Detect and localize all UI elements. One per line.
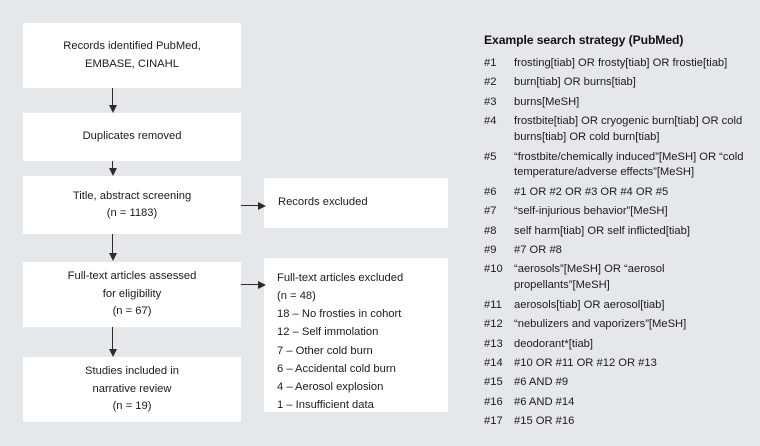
search-strategy-row: #10 “aerosols”[MeSH] OR “aerosol propell… [484, 262, 746, 294]
flow-box-count: (n = 19) [112, 400, 152, 413]
strategy-step-number: #6 [484, 185, 497, 198]
strategy-step-number: #8 [484, 224, 497, 237]
strategy-step-number: #4 [484, 115, 497, 128]
strategy-step-query: “self-injurious behavior”[MeSH] [514, 205, 668, 218]
exclusion-reason: 7 – Other cold burn [277, 344, 373, 357]
strategy-step-query: #1 OR #2 OR #3 OR #4 OR #5 [514, 185, 669, 198]
arrow-right-icon [241, 201, 266, 210]
flow-box-duplicates-removed: Duplicates removed [23, 113, 241, 161]
search-strategy-row: #4 frostbite[tiab] OR cryogenic burn[tia… [484, 114, 746, 146]
search-strategy-row: #2 burn[tiab] OR burns[tiab] [484, 75, 746, 91]
strategy-step-number: #5 [484, 150, 497, 163]
flow-box-studies-included: Studies included in narrative review (n … [23, 357, 241, 422]
strategy-step-number: #2 [484, 76, 497, 89]
search-strategy-row: #8 self harm[tiab] OR self inflicted[tia… [484, 224, 746, 240]
strategy-step-query: #6 AND #14 [514, 395, 575, 408]
strategy-step-number: #7 [484, 205, 497, 218]
strategy-step-query: aerosols[tiab] OR aerosol[tiab] [514, 298, 665, 311]
strategy-step-query: #10 OR #11 OR #12 OR #13 [514, 357, 657, 369]
arrow-right-icon [241, 280, 266, 289]
strategy-step-query: deodorant*[tiab] [514, 337, 593, 350]
strategy-step-query: “aerosols”[MeSH] OR “aerosol propellants… [514, 263, 665, 292]
flow-box-records-excluded: Records excluded [264, 178, 448, 228]
strategy-step-number: #10 [484, 263, 503, 276]
flow-box-full-text-assessed: Full-text articles assessed for eligibil… [23, 262, 241, 327]
strategy-step-number: #14 [484, 357, 503, 369]
flow-box-line: narrative review [92, 382, 172, 395]
flow-box-line: Records excluded [278, 196, 368, 209]
search-strategy-row: #5 “frostbite/chemically induced”[MeSH] … [484, 150, 746, 182]
search-strategy-row: #7 “self-injurious behavior”[MeSH] [484, 204, 746, 220]
search-strategy-row: #13 deodorant*[tiab] [484, 337, 746, 353]
search-strategy-row: #12 “nebulizers and vaporizers”[MeSH] [484, 317, 746, 333]
strategy-step-number: #12 [484, 318, 503, 331]
search-strategy-row: #16 #6 AND #14 [484, 395, 746, 411]
strategy-step-number: #3 [484, 95, 497, 108]
search-strategy-row: #6 #1 OR #2 OR #3 OR #4 OR #5 [484, 185, 746, 201]
flow-box-line: Records identified PubMed, [63, 40, 201, 53]
strategy-step-number: #9 [484, 244, 497, 257]
flow-box-line: Studies included in [85, 365, 179, 378]
strategy-step-query: “nebulizers and vaporizers”[MeSH] [514, 318, 687, 331]
exclusion-reason: 4 – Aerosol explosion [277, 380, 384, 393]
strategy-step-number: #15 [484, 376, 503, 389]
strategy-step-query: burns[MeSH] [514, 95, 580, 108]
search-strategy-row: #14 #10 OR #11 OR #12 OR #13 [484, 356, 746, 372]
flow-box-line: Full-text articles assessed [67, 270, 197, 283]
strategy-step-number: #11 [484, 298, 502, 311]
search-strategy-row: #15 #6 AND #9 [484, 375, 746, 391]
strategy-step-query: #7 OR #8 [514, 244, 562, 257]
search-strategy-row: #11 aerosols[tiab] OR aerosol[tiab] [484, 298, 746, 314]
search-strategy-title: Example search strategy (PubMed) [484, 33, 684, 47]
flow-box-line: for eligibility [102, 287, 162, 300]
strategy-step-query: self harm[tiab] OR self inflicted[tiab] [514, 224, 690, 237]
strategy-step-number: #16 [484, 395, 503, 408]
flow-box-line: EMBASE, CINAHL [85, 57, 179, 70]
strategy-step-query: frosting[tiab] OR frosty[tiab] OR frosti… [514, 57, 728, 69]
search-strategy-panel: Example search strategy (PubMed) #1 fros… [484, 33, 746, 434]
search-strategy-row: #1 frosting[tiab] OR frosty[tiab] OR fro… [484, 56, 746, 72]
arrow-down-icon [108, 327, 117, 357]
flow-box-count: (n = 67) [112, 305, 152, 318]
exclusion-heading: Full-text articles excluded [277, 272, 404, 284]
strategy-step-number: #17 [484, 415, 503, 428]
strategy-step-query: frostbite[tiab] OR cryogenic burn[tiab] … [514, 115, 743, 144]
arrow-down-icon [108, 161, 117, 176]
arrow-down-icon [108, 88, 117, 113]
search-strategy-row: #17 #15 OR #16 [484, 414, 746, 430]
flow-box-count: (n = 1183) [106, 207, 158, 219]
strategy-step-query: “frostbite/chemically induced”[MeSH] OR … [514, 150, 744, 179]
exclusion-reason: 1 – Insufficient data [277, 398, 374, 411]
strategy-step-number: #1 [484, 57, 497, 69]
flow-box-line: Title, abstract screening [72, 189, 192, 202]
exclusion-reason: 12 – Self immolation [277, 326, 379, 339]
search-strategy-row: #9 #7 OR #8 [484, 243, 746, 259]
flow-box-records-identified: Records identified PubMed, EMBASE, CINAH… [23, 23, 241, 88]
strategy-step-query: #6 AND #9 [514, 376, 569, 389]
exclusion-reason: 6 – Accidental cold burn [277, 362, 396, 375]
strategy-step-query: #15 OR #16 [514, 415, 575, 428]
exclusion-reason: 18 – No frosties in cohort [277, 308, 402, 321]
strategy-step-number: #13 [484, 337, 503, 350]
search-strategy-row: #3 burns[MeSH] [484, 95, 746, 111]
flow-box-title-abstract-screening: Title, abstract screening (n = 1183) [23, 176, 241, 234]
strategy-step-query: burn[tiab] OR burns[tiab] [514, 76, 636, 89]
exclusion-count: (n = 48) [277, 290, 316, 303]
arrow-down-icon [108, 234, 117, 261]
flow-box-line: Duplicates removed [82, 130, 182, 143]
flow-box-full-text-excluded: Full-text articles excluded (n = 48) 18 … [264, 258, 448, 412]
